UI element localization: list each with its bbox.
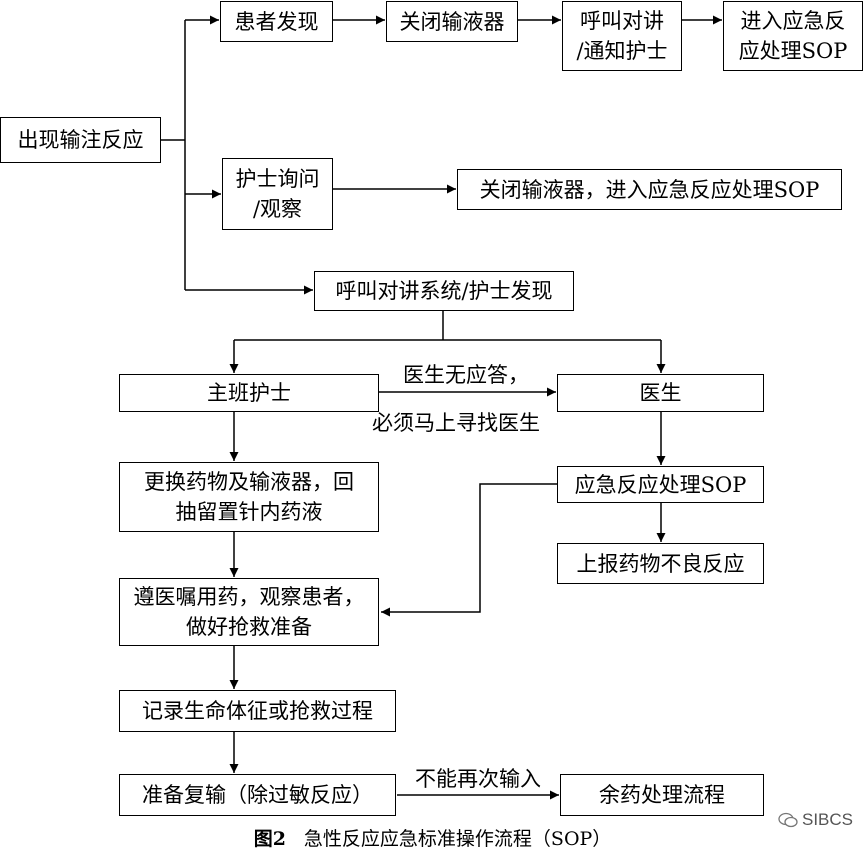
node-enter-sop-line2: 应处理SOP (738, 39, 848, 63)
node-record-vitals: 记录生命体征或抢救过程 (119, 690, 396, 732)
node-doctor: 医生 (557, 374, 764, 412)
edge-label-cannot-reinfuse: 不能再次输入 (415, 766, 541, 792)
node-duty-nurse: 主班护士 (119, 374, 379, 412)
watermark: SIBCS (778, 810, 853, 830)
figure-caption: 图2 急性反应应急标准操作流程（SOP） (0, 826, 865, 852)
node-nurse-ask-observe: 护士询问 /观察 (222, 158, 333, 230)
edge-label-find-doctor: 必须马上寻找医生 (372, 410, 540, 436)
node-replace-line2: 抽留置针内药液 (175, 500, 323, 524)
edge-label-no-response: 医生无应答， (403, 362, 529, 388)
node-report-adr: 上报药物不良反应 (557, 543, 764, 584)
node-call-line2: /通知护士 (576, 39, 668, 63)
node-follow-orders: 遵医嘱用药，观察患者， 做好抢救准备 (119, 578, 379, 646)
node-follow-orders-line2: 做好抢救准备 (186, 615, 312, 639)
node-report-adr-label: 上报药物不良反应 (576, 551, 745, 576)
node-replace-drug: 更换药物及输液器，回 抽留置针内药液 (119, 462, 379, 532)
node-close-and-sop: 关闭输液器，进入应急反应处理SOP (457, 169, 842, 210)
figure-title: 急性反应应急标准操作流程（SOP） (303, 828, 612, 850)
node-emergency-sop-label: 应急反应处理SOP (574, 472, 747, 497)
node-nurse-ask-line2: /观察 (252, 197, 303, 221)
node-close-and-sop-label: 关闭输液器，进入应急反应处理SOP (479, 177, 820, 202)
wechat-logo-icon (778, 812, 798, 828)
node-nurse-ask-line1: 护士询问 (235, 167, 320, 191)
edge-label-find-doctor-text: 必须马上寻找医生 (372, 411, 540, 435)
node-close-device-label: 关闭输液器 (399, 9, 505, 34)
node-leftover-process: 余药处理流程 (560, 774, 764, 816)
node-start: 出现输注反应 (0, 117, 161, 163)
node-patient-found: 患者发现 (220, 1, 333, 42)
node-patient-found-label: 患者发现 (234, 9, 319, 34)
node-enter-sop: 进入应急反 应处理SOP (723, 1, 863, 71)
node-follow-orders-line1: 遵医嘱用药，观察患者， (133, 585, 365, 609)
watermark-text: SIBCS (802, 810, 854, 829)
edge-label-no-response-text: 医生无应答， (403, 363, 529, 387)
node-replace-line1: 更换药物及输液器，回 (144, 470, 354, 494)
node-emergency-sop: 应急反应处理SOP (557, 466, 764, 503)
node-record-vitals-label: 记录生命体征或抢救过程 (142, 699, 373, 723)
node-call-notify-nurse: 呼叫对讲 /通知护士 (562, 1, 682, 71)
node-call-line1: 呼叫对讲 (579, 9, 664, 33)
node-call-system-label: 呼叫对讲系统/护士发现 (335, 279, 553, 303)
node-doctor-label: 医生 (639, 381, 682, 405)
node-enter-sop-line1: 进入应急反 (740, 9, 846, 33)
node-call-system: 呼叫对讲系统/护士发现 (314, 271, 574, 311)
node-close-device: 关闭输液器 (386, 1, 518, 42)
node-start-label: 出现输注反应 (17, 128, 144, 152)
node-prepare-reinfusion-label: 准备复输（除过敏反应） (142, 783, 373, 807)
edge-label-cannot-reinfuse-text: 不能再次输入 (415, 767, 541, 791)
node-prepare-reinfusion: 准备复输（除过敏反应） (119, 774, 396, 816)
figure-number: 图2 (253, 828, 286, 850)
node-duty-nurse-label: 主班护士 (207, 381, 291, 405)
node-leftover-process-label: 余药处理流程 (599, 783, 725, 807)
